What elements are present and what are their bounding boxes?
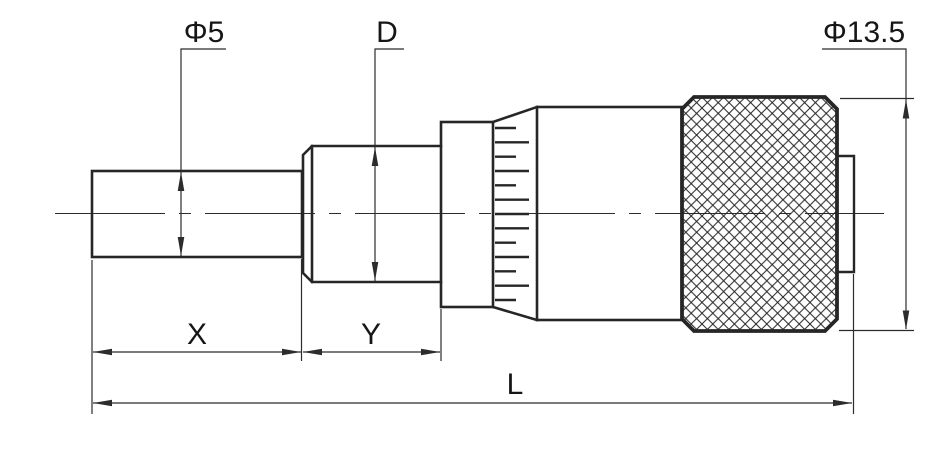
phi5-leader-line (180, 48, 226, 256)
arrow-down-icon (902, 310, 910, 330)
dimension-l: L (93, 274, 855, 414)
arrow-down-icon (177, 237, 185, 256)
arrow-right-icon (282, 348, 301, 356)
sleeve-cone-bottom-edge (491, 305, 539, 322)
dimension-d: D (371, 16, 404, 281)
d-leader-line (374, 48, 404, 281)
arrow-left-icon (303, 348, 322, 356)
arrow-up-icon (177, 172, 185, 191)
phi13-5-leader-line (822, 48, 907, 329)
label-spindle-diameter: Φ5 (184, 16, 225, 49)
thimble-knurled-outline (680, 95, 839, 333)
label-stem-diameter: D (376, 16, 398, 49)
arrow-left-icon (93, 399, 112, 407)
label-length-overall: L (507, 368, 524, 401)
arrow-right-icon (833, 399, 852, 407)
flange-outline (439, 120, 495, 309)
stem-outline (301, 144, 443, 284)
arrow-up-icon (371, 147, 379, 166)
dimension-x: X (91, 259, 303, 414)
label-length-y: Y (361, 318, 381, 351)
arrow-up-icon (902, 99, 910, 119)
dimension-phi13-5: Φ13.5 (822, 16, 914, 332)
arrow-right-icon (421, 348, 440, 356)
dimension-phi5: Φ5 (177, 16, 226, 256)
rear-step-outline (836, 154, 856, 274)
label-length-x: X (187, 318, 207, 351)
arrow-left-icon (93, 348, 112, 356)
sleeve-graduations (495, 126, 529, 302)
dimension-y: Y (303, 309, 442, 361)
sleeve-cone-top-edge (491, 105, 539, 124)
part-outlines (90, 95, 856, 333)
label-thimble-diameter: Φ13.5 (823, 16, 905, 49)
arrow-down-icon (371, 262, 379, 281)
